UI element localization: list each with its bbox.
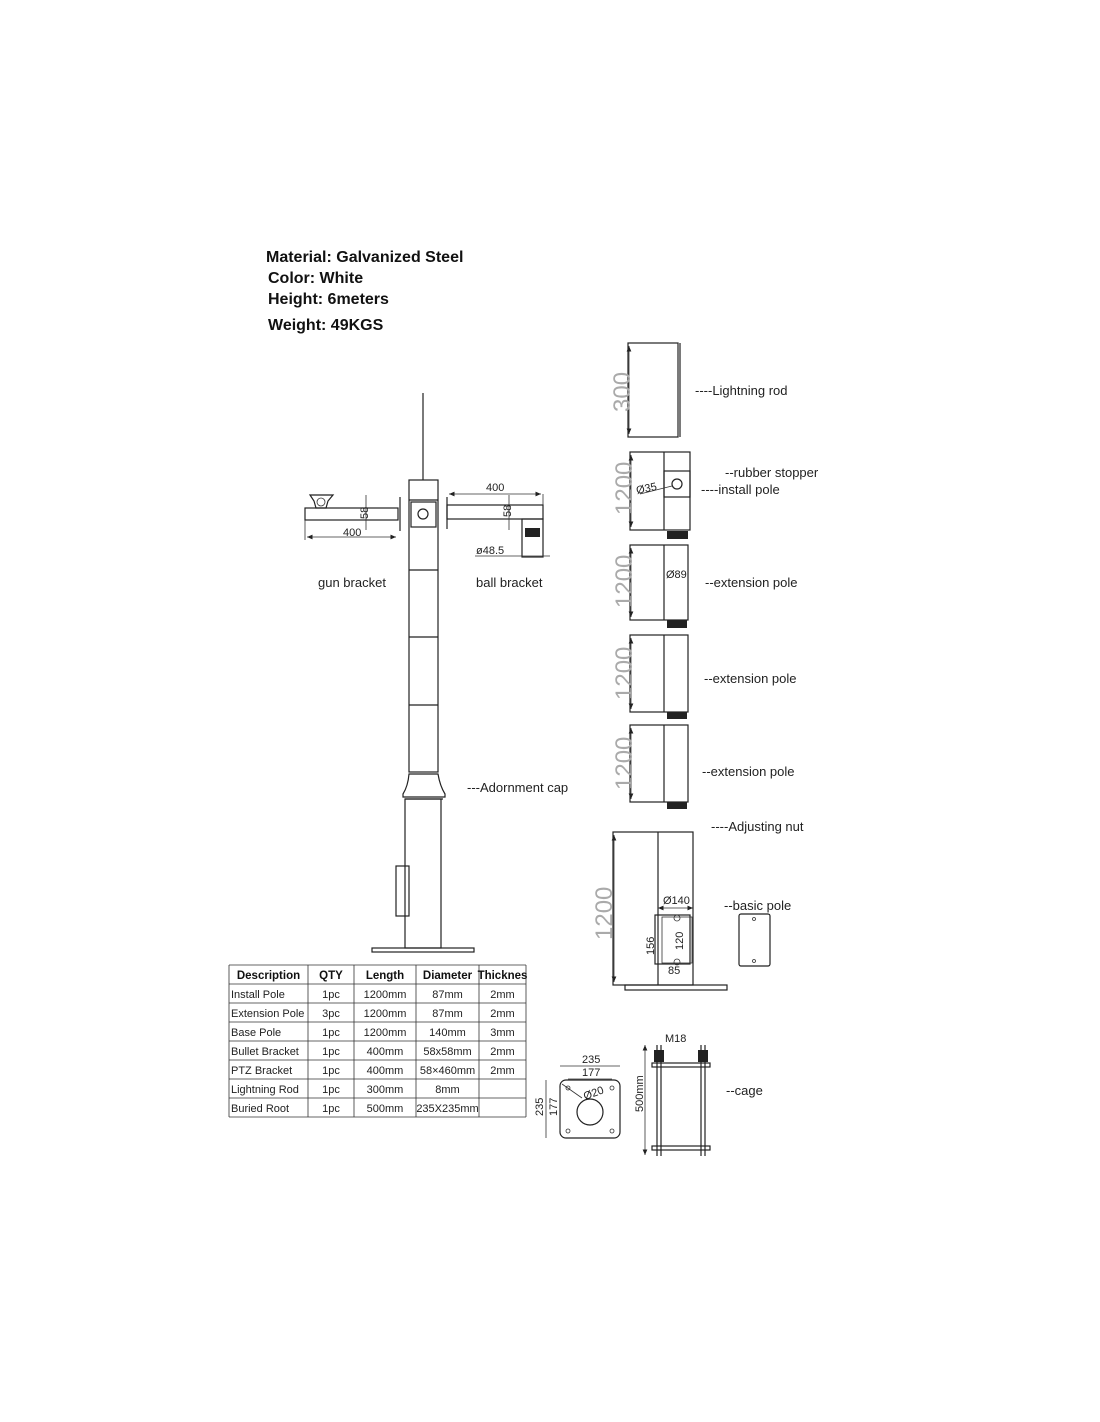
base-pole-diameter: Ø140 bbox=[663, 895, 690, 907]
table-cell: Install Pole bbox=[231, 989, 285, 1001]
cage-drawing: M18 500mm --cage bbox=[634, 1033, 763, 1156]
table-cell: 1pc bbox=[322, 1103, 340, 1115]
table-cell: 1pc bbox=[322, 1027, 340, 1039]
extension-pole-2-dim: 1200 bbox=[611, 647, 638, 700]
install-pole-label: ----install pole bbox=[701, 482, 780, 497]
table-cell: PTZ Bracket bbox=[231, 1065, 292, 1077]
table-cell: 1200mm bbox=[364, 1008, 407, 1020]
table-cell: Extension Pole bbox=[231, 1008, 304, 1020]
table-cell: 1pc bbox=[322, 1084, 340, 1096]
table-cell: 87mm bbox=[432, 1008, 463, 1020]
ball-dim-diameter: ø48.5 bbox=[476, 545, 504, 557]
table-cell: 2mm bbox=[490, 1008, 514, 1020]
install-pole-diameter: Ø35 bbox=[635, 481, 658, 497]
part-install-pole: 1200 Ø35 --rubber stopper ----install po… bbox=[611, 451, 819, 539]
table-cell: 1200mm bbox=[364, 1027, 407, 1039]
table-cell: 400mm bbox=[367, 1046, 404, 1058]
buried-root-plate: 235 177 235 177 Ø20 bbox=[534, 1054, 621, 1139]
table-cell: 1pc bbox=[322, 989, 340, 1001]
part-extension-pole-1: 1200 Ø89 --extension pole bbox=[611, 544, 798, 628]
table-cell: 300mm bbox=[367, 1084, 404, 1096]
base-pole-dim-85: 85 bbox=[668, 965, 680, 977]
table-header: Diameter bbox=[423, 970, 473, 982]
ball-bracket-drawing: 400 58 ø48.5 ball bracket bbox=[446, 482, 550, 590]
ball-bracket-label: ball bracket bbox=[476, 575, 543, 590]
spec-height: Height: 6meters bbox=[268, 291, 389, 308]
table-cell: 140mm bbox=[429, 1027, 466, 1039]
assembled-pole bbox=[371, 393, 475, 953]
upper-pole bbox=[408, 479, 439, 773]
lightning-rod-dim: 300 bbox=[609, 372, 636, 412]
cage-dim-235-h: 235 bbox=[534, 1098, 546, 1116]
table-cell: 2mm bbox=[490, 1046, 514, 1058]
base-pole-dim-156: 156 bbox=[645, 937, 657, 955]
spec-color: Color: White bbox=[268, 270, 363, 287]
table-cell: 58x58mm bbox=[423, 1046, 471, 1058]
table-cell: 2mm bbox=[490, 1065, 514, 1077]
table-cell: 1200mm bbox=[364, 989, 407, 1001]
part-base-pole: 1200 Ø140 156 120 85 ----Adjusting nut -… bbox=[591, 819, 804, 991]
base-pole bbox=[404, 798, 442, 949]
cage-label: --cage bbox=[726, 1083, 763, 1098]
table-header: Length bbox=[366, 970, 404, 982]
table-cell: 3mm bbox=[490, 1027, 514, 1039]
extension-pole-1-diameter: Ø89 bbox=[666, 569, 687, 581]
part-extension-pole-2: 1200 --extension pole bbox=[611, 634, 797, 719]
base-pole-dim: 1200 bbox=[591, 887, 618, 940]
table-cell: 500mm bbox=[367, 1103, 404, 1115]
table-header: QTY bbox=[319, 970, 343, 982]
extension-pole-3-dim: 1200 bbox=[611, 737, 638, 790]
cage-dim-177-w: 177 bbox=[582, 1067, 600, 1079]
access-door bbox=[395, 865, 410, 917]
lightning-rod-label: ----Lightning rod bbox=[695, 383, 788, 398]
spec-weight: Weight: 49KGS bbox=[268, 317, 384, 334]
table-cell: 400mm bbox=[367, 1065, 404, 1077]
basic-pole-label: --basic pole bbox=[724, 898, 791, 913]
extension-pole-2-label: --extension pole bbox=[704, 671, 797, 686]
table-cell: 3pc bbox=[322, 1008, 340, 1020]
spec-material: Material: Galvanized Steel bbox=[266, 249, 463, 266]
mount-plate bbox=[410, 501, 437, 528]
base-plate bbox=[371, 947, 475, 953]
table-cell: 58×460mm bbox=[420, 1065, 475, 1077]
cage-height: 500mm bbox=[634, 1075, 646, 1112]
gun-bracket-drawing: 400 58 gun bracket bbox=[304, 494, 401, 590]
extension-pole-3-label: --extension pole bbox=[702, 764, 795, 779]
part-extension-pole-3: 1200 --extension pole bbox=[611, 724, 795, 809]
cage-bolt: M18 bbox=[665, 1033, 686, 1045]
base-pole-dim-120: 120 bbox=[674, 932, 686, 950]
table-cell: Buried Root bbox=[231, 1103, 289, 1115]
cage-dim-235-w: 235 bbox=[582, 1054, 600, 1066]
gun-dim-height: 58 bbox=[359, 507, 371, 519]
gun-dim-length: 400 bbox=[343, 527, 361, 539]
table-header: Description bbox=[237, 970, 300, 982]
table-cell: 8mm bbox=[435, 1084, 459, 1096]
extension-pole-1-dim: 1200 bbox=[611, 555, 638, 608]
ball-dim-length: 400 bbox=[486, 482, 504, 494]
spec-table: Description QTY Length Diameter ThicknesInst… bbox=[228, 964, 528, 1118]
adornment-cap-label: ---Adornment cap bbox=[467, 780, 568, 795]
gun-bracket-label: gun bracket bbox=[318, 575, 386, 590]
adornment-cap bbox=[402, 773, 446, 798]
table-cell: Bullet Bracket bbox=[231, 1046, 299, 1058]
door-plate bbox=[738, 913, 771, 967]
extension-pole-1-label: --extension pole bbox=[705, 575, 798, 590]
table-header: Thicknes bbox=[478, 970, 528, 982]
part-lightning-rod: 300 ----Lightning rod bbox=[609, 342, 788, 438]
table-cell: 87mm bbox=[432, 989, 463, 1001]
cage-dim-177-h: 177 bbox=[548, 1098, 560, 1116]
adjusting-nut-label: ----Adjusting nut bbox=[711, 819, 804, 834]
table-cell: Base Pole bbox=[231, 1027, 281, 1039]
table-cell: 1pc bbox=[322, 1065, 340, 1077]
table-cell: 235X235mm bbox=[416, 1103, 478, 1115]
table-cell: 1pc bbox=[322, 1046, 340, 1058]
ball-dim-height: 58 bbox=[502, 505, 514, 517]
table-cell: 2mm bbox=[490, 989, 514, 1001]
specs-block: Material: Galvanized Steel Color: White … bbox=[266, 249, 463, 334]
install-pole-dim: 1200 bbox=[611, 462, 638, 515]
table-cell: Lightning Rod bbox=[231, 1084, 299, 1096]
rubber-stopper-label: --rubber stopper bbox=[725, 465, 819, 480]
